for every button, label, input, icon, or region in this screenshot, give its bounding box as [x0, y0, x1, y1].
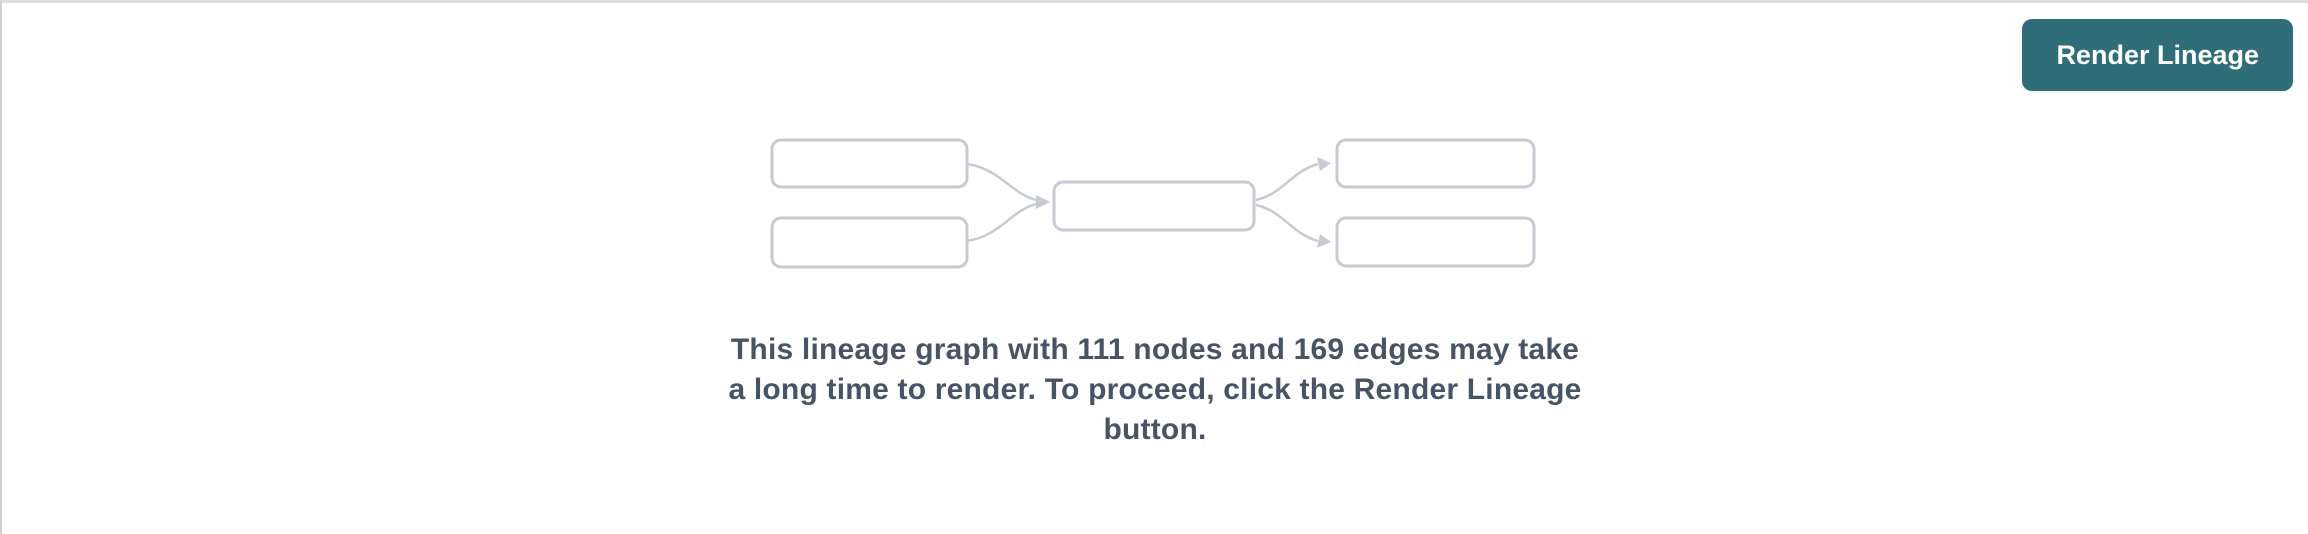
lineage-graph-placeholder-icon	[770, 138, 1536, 269]
lineage-placeholder-edges	[966, 162, 1319, 243]
message-line-2: a long time to render. To proceed, click…	[728, 373, 1582, 406]
placeholder-node-bottom-right	[1335, 216, 1536, 268]
placeholder-node-center	[1052, 180, 1256, 232]
lineage-warning-message: This lineage graph with 111 nodes and 16…	[2, 330, 2308, 450]
render-lineage-button[interactable]: Render Lineage	[2022, 19, 2293, 91]
message-line-1: This lineage graph with 111 nodes and 16…	[730, 333, 1580, 366]
placeholder-node-top-left	[770, 138, 969, 189]
placeholder-node-top-right	[1335, 138, 1536, 189]
message-line-3: button.	[1103, 413, 1207, 446]
lineage-placeholder-nodes	[770, 138, 1536, 269]
placeholder-node-bottom-left	[770, 216, 969, 269]
lineage-placeholder-arrowheads	[1036, 157, 1331, 248]
